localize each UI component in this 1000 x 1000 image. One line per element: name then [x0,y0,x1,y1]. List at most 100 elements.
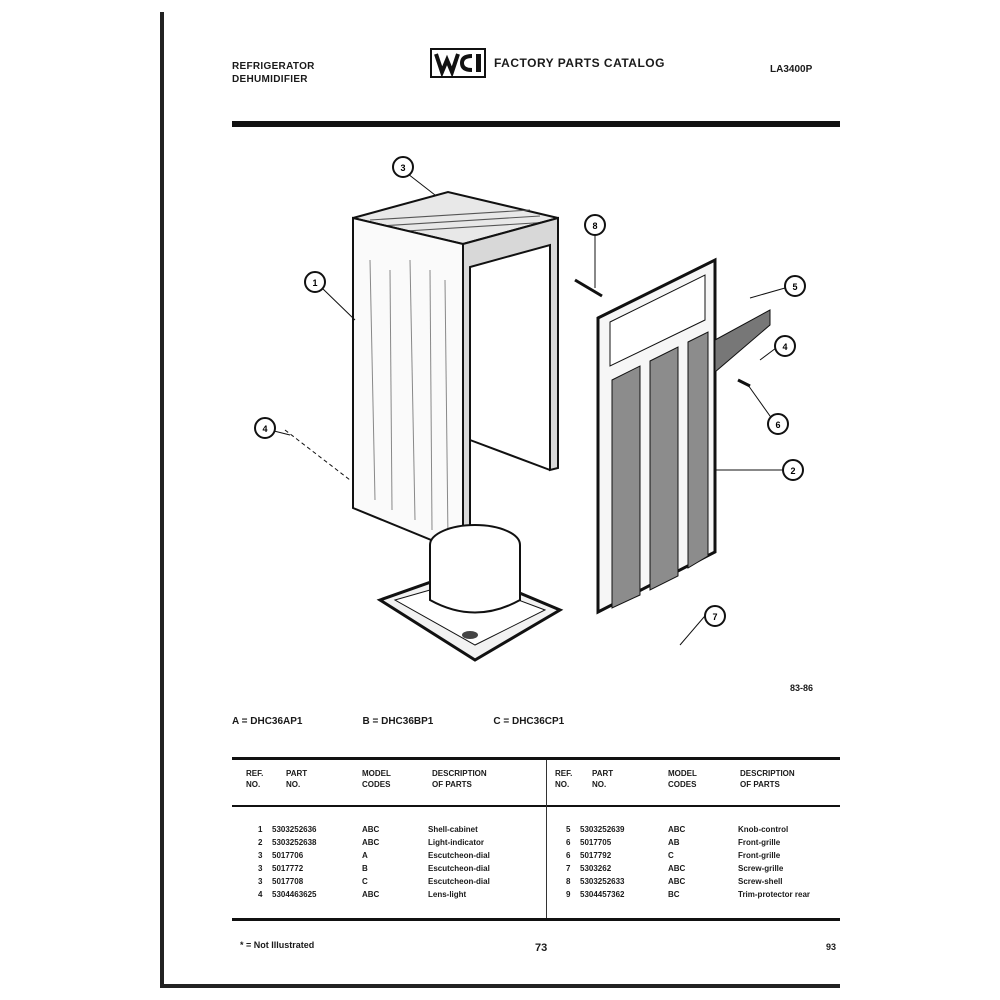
callout-label: 4 [782,342,787,352]
part-number: 5303252636 [272,825,317,834]
ref-number: 7 [566,864,571,873]
column-header-description: DESCRIPTION OF PARTS [740,769,795,789]
ref-number: 9 [566,890,571,899]
brand-line-2: DEHUMIDIFIER [232,74,308,85]
page-number-right: 93 [826,942,837,952]
table-row: 4 5304463625 ABC Lens-light [0,888,1000,901]
part-description: Escutcheon-dial [428,877,490,886]
table-rule-header [232,805,840,807]
model-codes: ABC [668,864,686,873]
model-reference: LA3400P [770,64,813,75]
header-brand: REFRIGERATOR DEHUMIDIFIER [232,60,315,86]
callout-label: 5 [792,282,797,292]
ref-number: 2 [258,838,263,847]
table-row: 3 5017708 C Escutcheon-dial [0,875,1000,888]
part-number: 5304457362 [580,890,625,899]
part-number: 5303252633 [580,877,625,886]
model-codes: ABC [668,825,686,834]
brand-line-1: REFRIGERATOR [232,61,315,72]
ref-number: 1 [258,825,263,834]
model-codes: ABC [362,825,380,834]
column-header-ref: REF. NO. [246,769,264,789]
part-number: 5017792 [580,851,612,860]
ref-number: 4 [258,890,263,899]
table-rule-top [232,757,840,760]
page-border-bottom [160,984,840,988]
part-description: Screw-grille [738,864,784,873]
callout-label: 2 [790,466,795,476]
ref-number: 3 [258,851,263,860]
table-row: 9 5304457362 BC Trim-protector rear [0,888,1000,901]
column-header-codes: MODEL CODES [668,769,697,789]
table-row: 5 5303252639 ABC Knob-control [0,823,1000,836]
catalog-title: FACTORY PARTS CATALOG [494,56,665,70]
page-border-left [160,12,164,987]
model-codes: ABC [362,890,380,899]
table-row: 7 5303262 ABC Screw-grille [0,862,1000,875]
callout-label: 6 [775,420,780,430]
diagram-reference-code: 83-86 [790,683,814,693]
callout-label: 8 [592,221,597,231]
ref-number: 8 [566,877,571,886]
ref-number: 3 [258,877,263,886]
part-description: Light-indicator [428,838,484,847]
part-number: 5017706 [272,851,304,860]
page-number: 73 [535,942,548,954]
part-description: Lens-light [428,890,467,899]
ref-number: 5 [566,825,571,834]
model-codes: A [362,851,368,860]
model-codes: ABC [668,877,686,886]
part-number: 5303262 [580,864,612,873]
table-column-divider [546,760,547,918]
column-header-codes: MODEL CODES [362,769,391,789]
callout-label: 4 [262,424,267,434]
column-header-ref: REF. NO. [555,769,573,789]
column-header-part: PART NO. [286,769,308,789]
compressor-base [376,524,564,662]
ref-number: 6 [566,851,571,860]
header-rule [232,121,840,127]
part-number: 5304463625 [272,890,317,899]
part-number: 5303252639 [580,825,625,834]
part-number: 5017705 [580,838,612,847]
model-c: C = DHC36CP1 [493,716,565,727]
model-codes: ABC [362,838,380,847]
front-grille [596,257,771,615]
part-description: Screw-shell [738,877,783,886]
ref-number: 3 [258,864,263,873]
table-rule-bottom [232,918,840,921]
table-row: 6 5017705 AB Front-grille [0,836,1000,849]
model-codes: C [668,851,674,860]
model-legend: A = DHC36AP1 B = DHC36BP1 C = DHC36CP1 [232,716,792,727]
footer-note: * = Not Illustrated [240,940,315,950]
part-description: Escutcheon-dial [428,851,490,860]
table-row: 3 5017706 A Escutcheon-dial [0,849,1000,862]
part-description: Front-grille [738,851,781,860]
model-codes: C [362,877,368,886]
model-a: A = DHC36AP1 [232,716,303,727]
wci-logo-icon [430,48,486,78]
part-description: Trim-protector rear [738,890,811,899]
part-number: 5017708 [272,877,304,886]
ref-number: 6 [566,838,571,847]
column-header-description: DESCRIPTION OF PARTS [432,769,487,789]
header-center: FACTORY PARTS CATALOG [430,48,665,78]
part-description: Front-grille [738,838,781,847]
part-description: Knob-control [738,825,789,834]
callout-label: 3 [400,163,405,173]
column-header-part: PART NO. [592,769,614,789]
model-codes: AB [668,838,680,847]
model-codes: BC [668,890,680,899]
cabinet-shell [352,190,559,555]
callout-label: 1 [312,278,317,288]
part-number: 5017772 [272,864,304,873]
part-description: Shell-cabinet [428,825,478,834]
exploded-parts-diagram: 3 1 8 5 4 6 4 2 7 [254,156,806,662]
